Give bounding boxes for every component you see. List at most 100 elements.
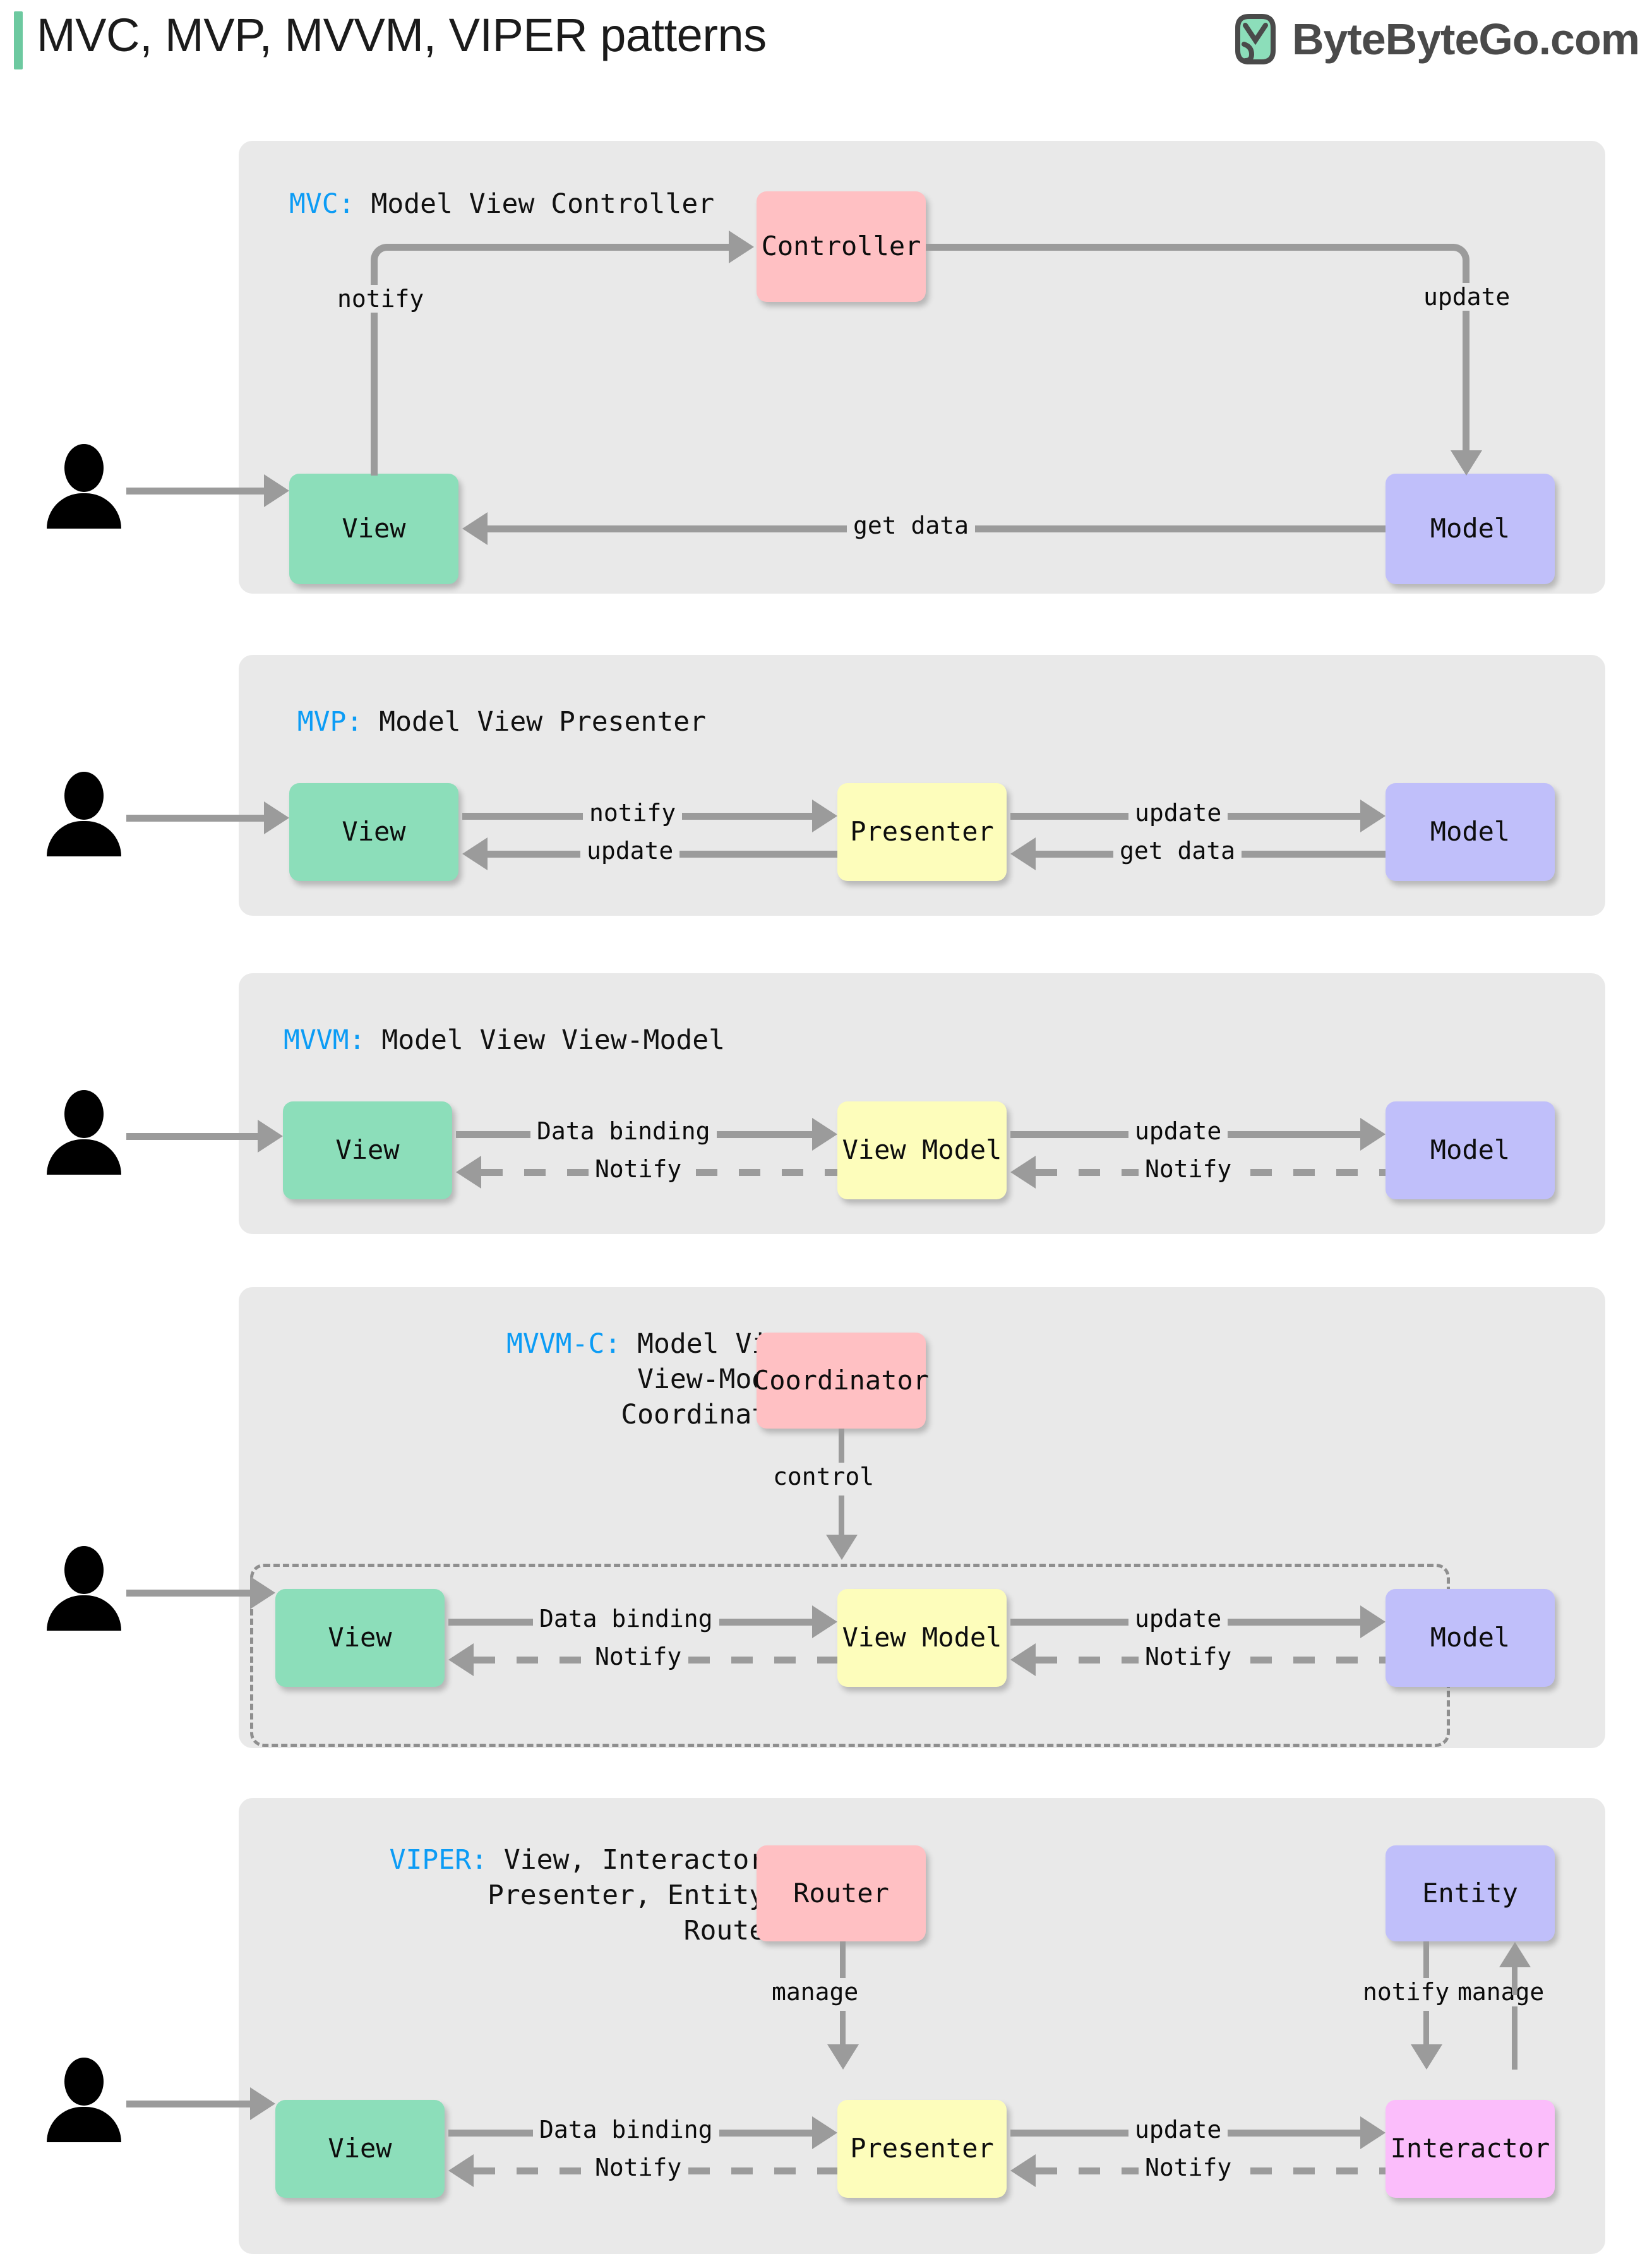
actor-head-icon	[64, 772, 104, 820]
actor-head-icon	[64, 2058, 104, 2106]
edge-vline-coordinator-control	[839, 1429, 844, 1478]
edge-vline-entity-down	[1423, 2011, 1429, 2049]
arrowhead-interactor-entity	[1499, 1942, 1531, 1967]
arrowhead-user-view-mvvmc	[250, 1576, 275, 1609]
edge-user-to-view-mvvm	[126, 1133, 258, 1140]
arrowhead-presenter-interactor	[1360, 2116, 1386, 2149]
mvc-title-line-1: Model View Controller	[371, 188, 715, 220]
viper-title: VIPER: View, Interactor, Presenter, Enti…	[264, 1842, 782, 1948]
edge-label-notify: Notify	[589, 2154, 688, 2181]
mvvm-key: MVVM:	[284, 1024, 366, 1056]
arrowhead-control-to-viewmodel	[826, 1535, 858, 1560]
arrowhead-presenter-view	[448, 2154, 474, 2187]
edge-label-update: update	[1128, 2116, 1228, 2143]
arrowhead-to-model	[1451, 450, 1482, 476]
user-actor-mvvm	[47, 1090, 121, 1175]
edge-hline-view-controller	[394, 244, 729, 251]
node-router[interactable]: Router	[757, 1845, 926, 1941]
node-view-model[interactable]: View Model	[837, 1589, 1007, 1687]
node-presenter[interactable]: Presenter	[837, 783, 1007, 881]
section-mvp: MVP: Model View Presenter View Presenter…	[239, 655, 1605, 916]
edge-label-get-data: get data	[1113, 837, 1242, 865]
actor-head-icon	[64, 1546, 104, 1594]
viper-key: VIPER:	[389, 1844, 488, 1876]
node-view-label: View	[342, 816, 406, 848]
actor-head-icon	[64, 1090, 104, 1138]
node-presenter[interactable]: Presenter	[837, 2100, 1007, 2198]
edge-user-to-view-mvc	[126, 488, 264, 495]
edge-label-update: update	[1417, 283, 1517, 311]
edge-label-notify: notify	[331, 285, 431, 313]
node-view-model-label: View Model	[842, 1134, 1002, 1166]
node-model[interactable]: Model	[1386, 474, 1555, 584]
mvc-key: MVC:	[289, 188, 355, 220]
edge-label-update: update	[1128, 1605, 1228, 1633]
actor-body-icon	[47, 493, 121, 529]
section-mvvmc: MVVM-C: Model View View-Model Coordinato…	[239, 1287, 1605, 1748]
edge-label-notify: Notify	[589, 1643, 688, 1670]
edge-label-data-binding: Data binding	[533, 2116, 719, 2143]
mvp-title-line-1: Model View Presenter	[379, 706, 706, 738]
actor-body-icon	[47, 821, 121, 856]
arrowhead-viewmodel-view	[448, 1643, 474, 1676]
edge-label-notify-2: Notify	[1139, 2154, 1238, 2181]
node-model[interactable]: Model	[1386, 1589, 1555, 1687]
arrowhead-model-viewmodel	[1010, 1643, 1036, 1676]
node-model[interactable]: Model	[1386, 1101, 1555, 1199]
node-entity-label: Entity	[1422, 1877, 1518, 1909]
edge-label-control: control	[767, 1463, 881, 1490]
node-entity[interactable]: Entity	[1386, 1845, 1555, 1941]
node-view-model-label: View Model	[842, 1622, 1002, 1653]
node-controller-label: Controller	[761, 231, 921, 262]
node-model-label: Model	[1430, 513, 1511, 544]
node-view-label: View	[328, 1622, 392, 1653]
node-interactor[interactable]: Interactor	[1386, 2100, 1555, 2198]
mvvm-title: MVVM: Model View View-Model	[283, 1022, 725, 1058]
arrowhead-view-viewmodel	[812, 1118, 837, 1151]
node-coordinator[interactable]: Coordinator	[753, 1333, 929, 1429]
edge-corner-view-controller	[371, 244, 396, 269]
node-view[interactable]: View	[289, 474, 458, 584]
arrowhead-user-view-mvvm	[258, 1120, 283, 1153]
edge-label-notify: Notify	[589, 1155, 688, 1183]
node-view-model[interactable]: View Model	[837, 1101, 1007, 1199]
edge-corner-controller-model	[1444, 244, 1469, 269]
edge-label-manage-interactor: manage	[1451, 1978, 1551, 2006]
section-mvc: MVC: Model View Controller Controller Vi…	[239, 141, 1605, 594]
node-model-label: Model	[1430, 816, 1511, 848]
section-viper: VIPER: View, Interactor, Presenter, Enti…	[239, 1798, 1605, 2254]
node-model-label: Model	[1430, 1622, 1511, 1653]
edge-vline-control-down	[839, 1496, 844, 1540]
arrowhead-model-presenter	[1010, 837, 1036, 870]
arrowhead-user-view-mvc	[264, 474, 289, 507]
arrowhead-entity-interactor	[1411, 2044, 1442, 2070]
page-header: MVC, MVP, MVVM, VIPER patterns ByteByteG…	[0, 0, 1652, 95]
viper-title-line-2: Presenter, Entity,	[488, 1879, 782, 1911]
node-model[interactable]: Model	[1386, 783, 1555, 881]
node-router-label: Router	[793, 1877, 889, 1909]
edge-label-update: update	[1128, 1117, 1228, 1145]
edge-hline-controller-model	[926, 244, 1451, 251]
section-mvvm: MVVM: Model View View-Model View View Mo…	[239, 973, 1605, 1234]
actor-head-icon	[64, 444, 104, 492]
actor-body-icon	[47, 1595, 121, 1631]
arrowhead-viewmodel-view	[456, 1156, 481, 1189]
edge-vline-view-controller	[371, 267, 378, 476]
edge-vline-entity-notify	[1423, 1941, 1429, 1992]
node-view[interactable]: View	[275, 2100, 445, 2198]
arrowhead-presenter-model	[1360, 800, 1386, 832]
node-presenter-label: Presenter	[850, 816, 994, 848]
node-controller[interactable]: Controller	[757, 191, 926, 302]
edge-vline-interactor-manage	[1512, 2006, 1517, 2070]
arrowhead-interactor-presenter	[1010, 2154, 1036, 2187]
node-model-label: Model	[1430, 1134, 1511, 1166]
node-view[interactable]: View	[283, 1101, 452, 1199]
node-view-label: View	[335, 1134, 400, 1166]
actor-body-icon	[47, 2107, 121, 2142]
edge-vline-router-manage	[840, 1941, 846, 1992]
node-view[interactable]: View	[275, 1589, 445, 1687]
arrowhead-router-presenter	[827, 2044, 859, 2070]
title-accent-bar	[14, 11, 23, 69]
node-view[interactable]: View	[289, 783, 458, 881]
mvvmc-title: MVVM-C: Model View View-Model Coordinato…	[264, 1326, 801, 1432]
